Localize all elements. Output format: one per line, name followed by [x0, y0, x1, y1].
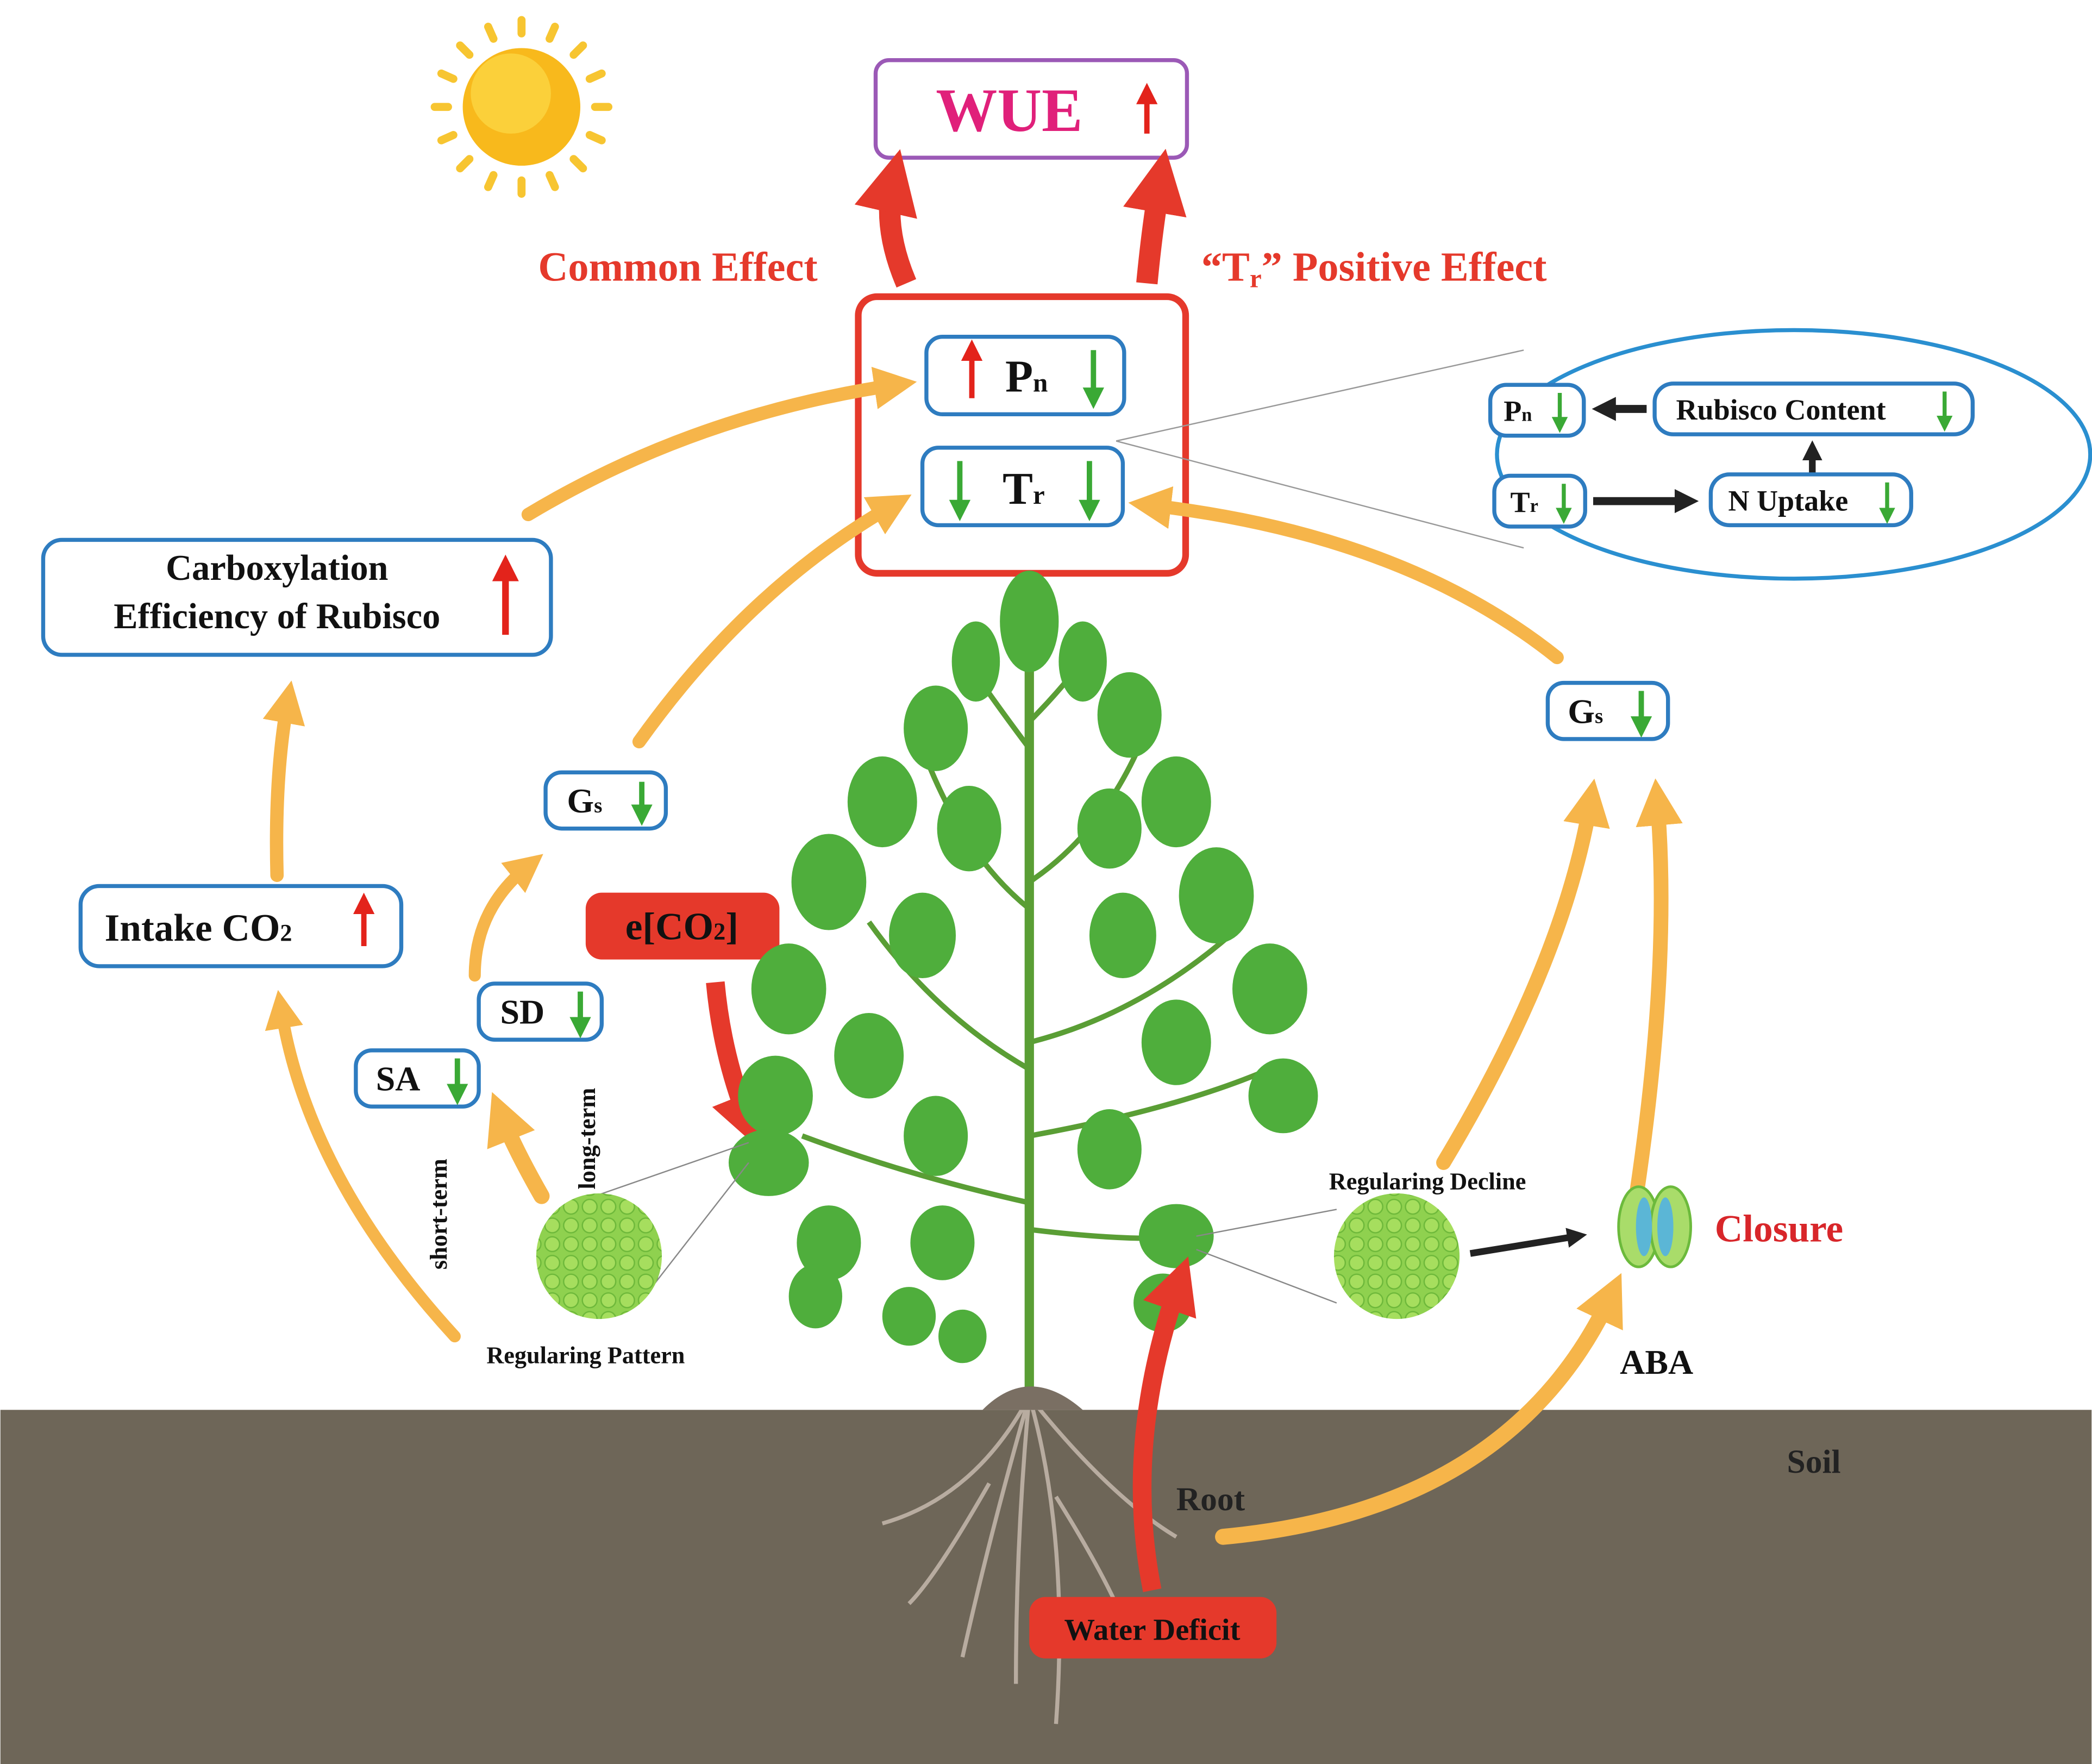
- mechanism-inset: Pn Rubisco Content Tr N Uptake: [1488, 328, 2092, 581]
- carboxylation-line2: Efficiency of Rubisco: [114, 597, 440, 636]
- stomata-pattern-icon: [536, 1193, 662, 1319]
- gs-right-label: Gs: [1568, 692, 1603, 730]
- sd-label: SD: [500, 993, 544, 1031]
- intake-co2-box: Intake CO2: [78, 884, 404, 968]
- long-term-label: long-term: [574, 1088, 600, 1190]
- aba-label: ABA: [1620, 1343, 1693, 1381]
- regularing-pattern-label: Regularing Pattern: [486, 1342, 685, 1368]
- n-uptake-label: N Uptake: [1728, 484, 1848, 517]
- orange-arrows: [262, 367, 1683, 1545]
- carboxylation-line1: Carboxylation: [166, 548, 388, 588]
- pn-label: Pn: [1005, 352, 1048, 402]
- callout-line: [1116, 349, 1524, 442]
- tr-box: Tr: [920, 446, 1125, 528]
- gs-left-label: Gs: [567, 781, 602, 820]
- soil-label: Soil: [1787, 1443, 1841, 1480]
- callout-line: [654, 1162, 749, 1284]
- common-effect-label: Common Effect: [538, 244, 818, 290]
- plant-illustration: [728, 571, 1318, 1724]
- common-effect-arrow: [854, 149, 917, 288]
- inset-tr-label: Tr: [1511, 486, 1538, 518]
- gs-right-box: Gs: [1545, 680, 1670, 741]
- positive-effect-label: “Tr” Positive Effect: [1201, 244, 1547, 293]
- eco2-badge: e[CO2]: [585, 892, 780, 960]
- closure-label: Closure: [1715, 1207, 1843, 1250]
- tr-label: Tr: [1003, 464, 1045, 514]
- pn-box: Pn: [924, 335, 1126, 417]
- eco2-label: e[CO2]: [625, 905, 738, 948]
- rubisco-content-label: Rubisco Content: [1676, 393, 1886, 426]
- root-label: Root: [1176, 1481, 1245, 1518]
- inset-pn-label: Pn: [1504, 395, 1532, 428]
- water-deficit-label: Water Deficit: [1064, 1613, 1241, 1647]
- gs-left-box: Gs: [543, 770, 668, 831]
- positive-effect-arrow: [1123, 148, 1187, 285]
- regularing-decline-label: Regularing Decline: [1329, 1168, 1526, 1195]
- water-deficit-arrow: [1132, 1256, 1197, 1592]
- callout-line: [1116, 440, 1524, 549]
- callout-line: [1196, 1249, 1337, 1304]
- sa-label: SA: [376, 1060, 421, 1098]
- wue-label: WUE: [936, 77, 1082, 145]
- stomata-decline-icon: [1333, 1193, 1460, 1319]
- callout-line: [594, 1142, 749, 1197]
- wue-box: WUE: [873, 58, 1189, 160]
- carboxylation-box: Carboxylation Efficiency of Rubisco: [41, 537, 553, 657]
- closed-stoma-icon: [1617, 1185, 1692, 1268]
- arrow-right-icon: [1469, 1228, 1587, 1257]
- sun-icon: [430, 16, 613, 198]
- callout-line: [1196, 1209, 1337, 1237]
- short-term-label: short-term: [425, 1159, 452, 1269]
- water-deficit-badge: Water Deficit: [1029, 1597, 1277, 1659]
- sa-box: SA: [354, 1048, 481, 1109]
- intake-co2-label: Intake CO2: [105, 906, 292, 949]
- sd-box: SD: [477, 981, 604, 1042]
